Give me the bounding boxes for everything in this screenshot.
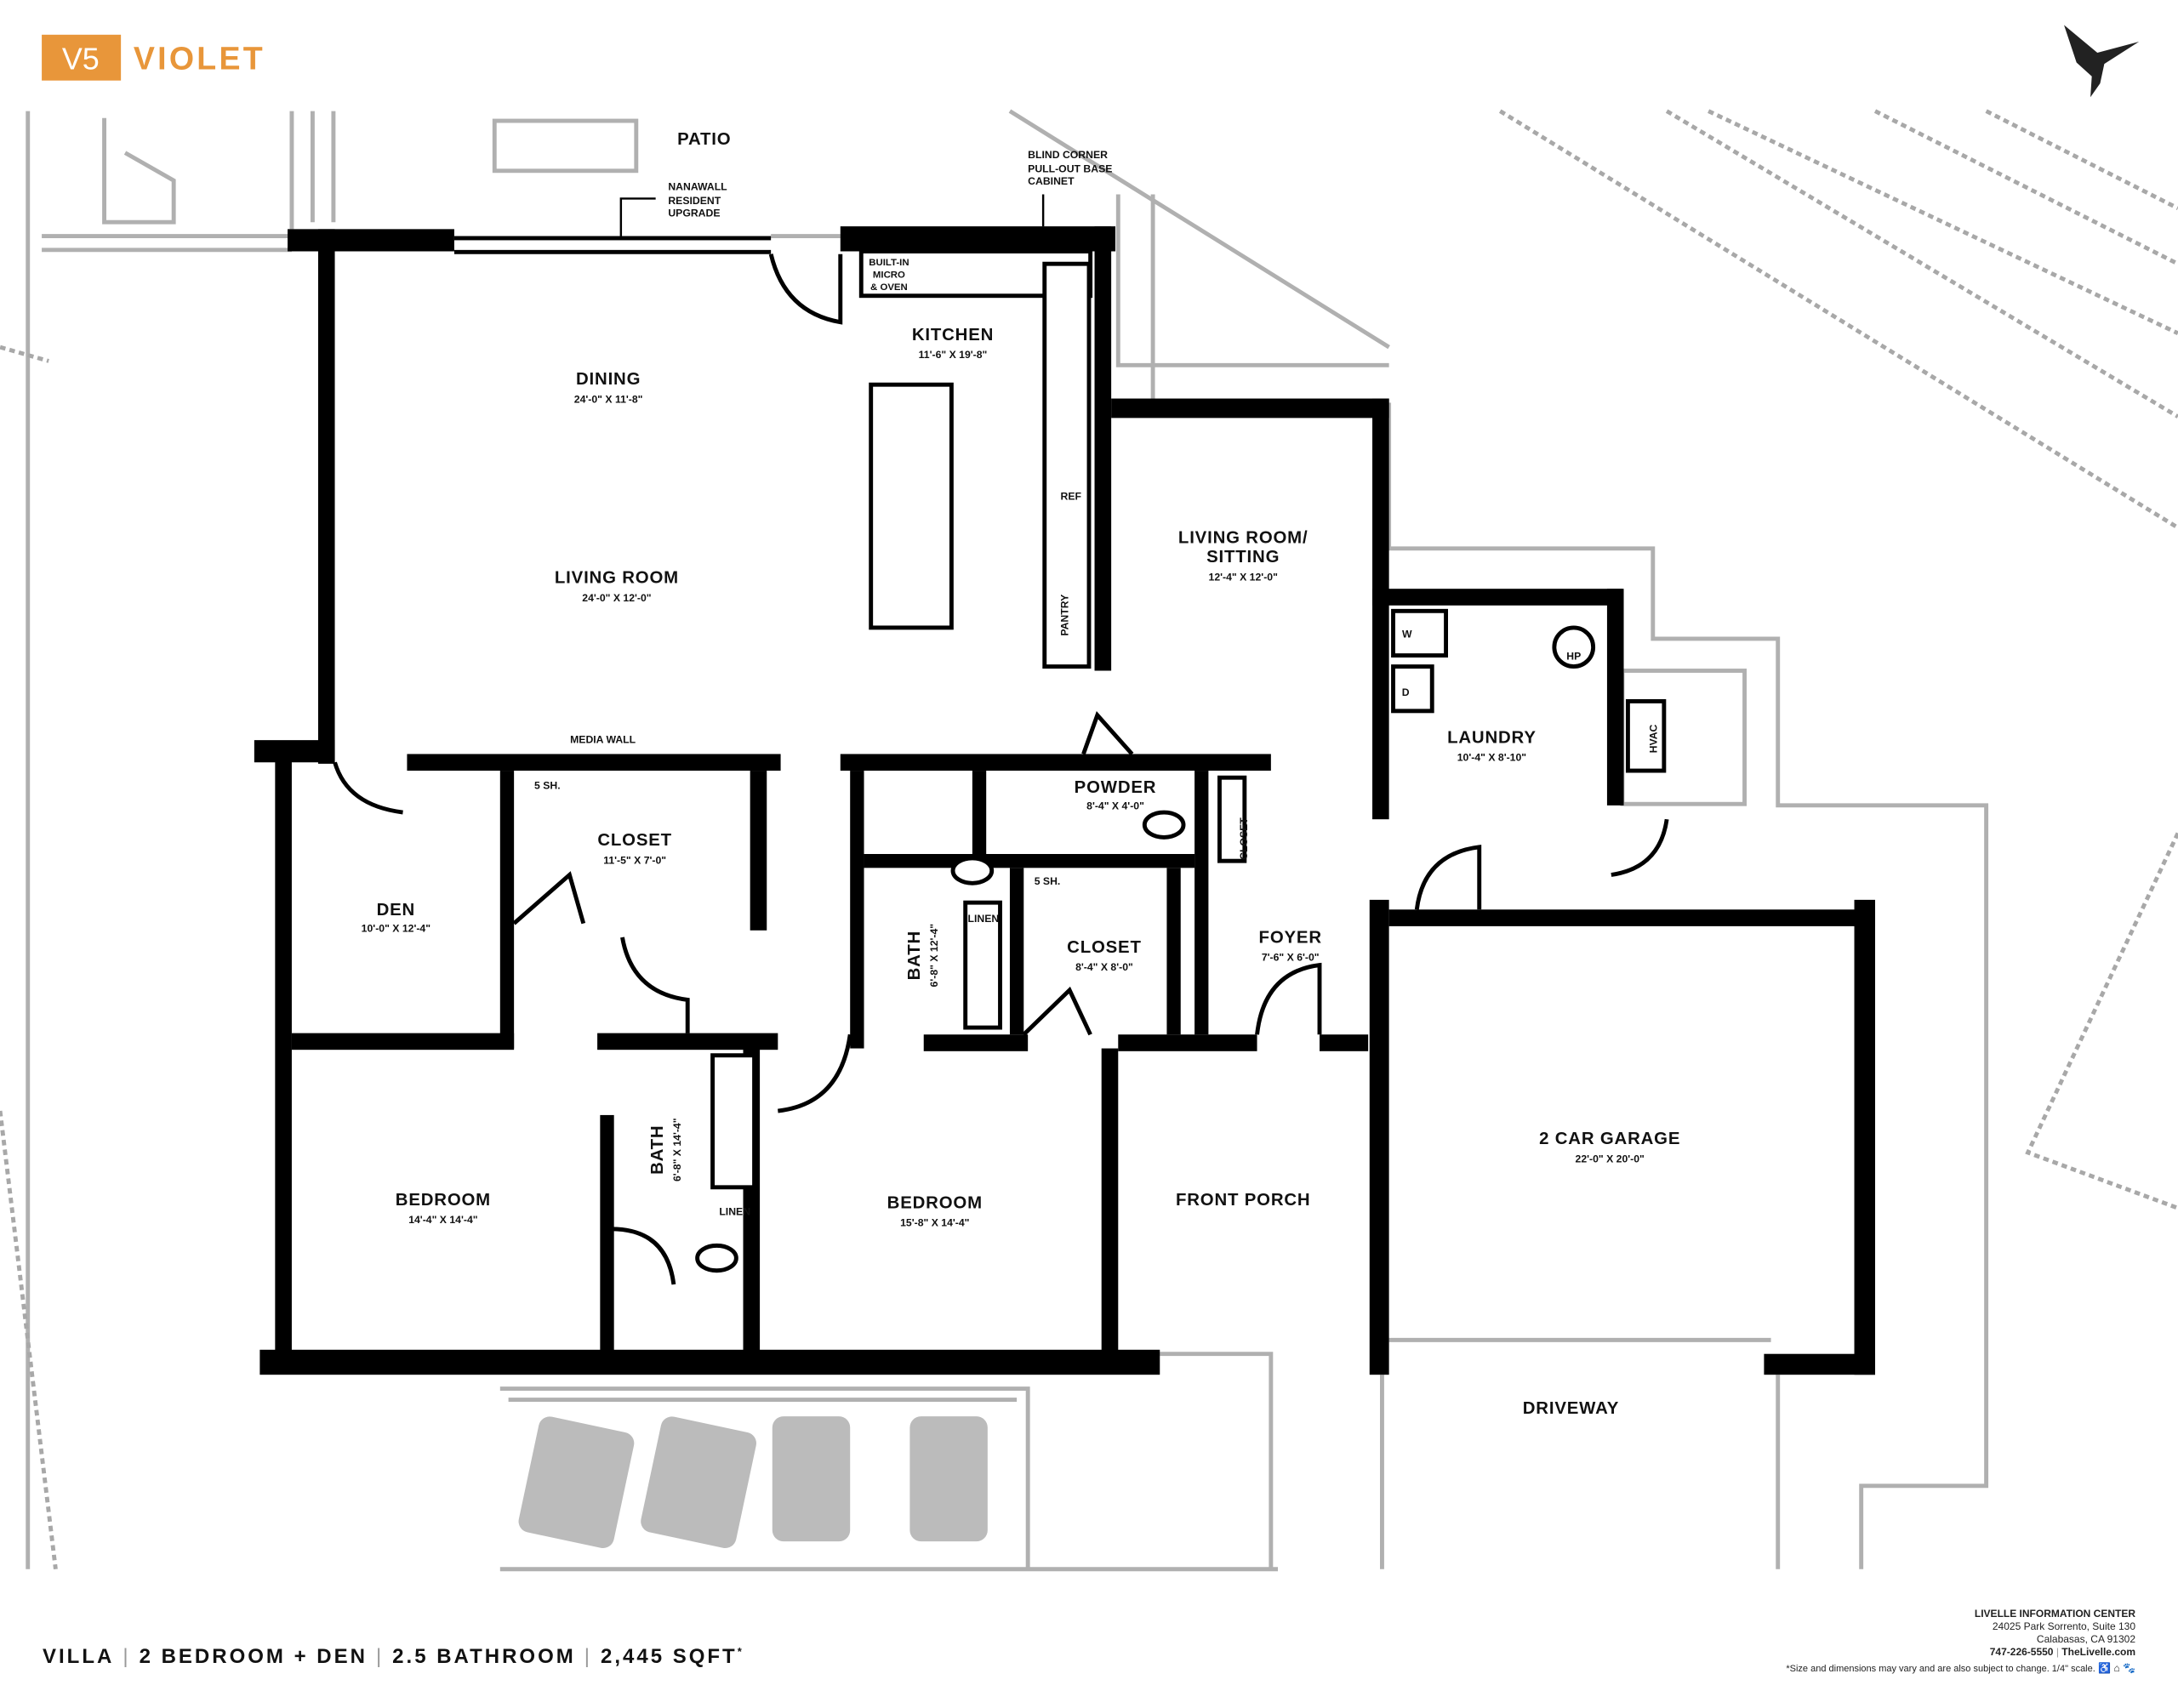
plan-summary: VILLA|2 BEDROOM + DEN|2.5 BATHROOM|2,445… [43, 1645, 744, 1668]
bath2-name: BATH [648, 1125, 667, 1175]
builtin-label: & OVEN [870, 282, 908, 293]
ref-label: REF [1061, 491, 1082, 503]
bedroom1-dim: 14'-4" X 14'-4" [408, 1214, 477, 1226]
asterisk: * [737, 1645, 744, 1658]
pet-friendly-icon: 🐾 [2123, 1662, 2135, 1674]
equal-housing-icon: ⌂ [2113, 1662, 2120, 1674]
bathrooms: 2.5 BATHROOM [392, 1645, 576, 1668]
bath2-dim: 6'-8" X 14'-4" [671, 1118, 683, 1181]
kitchen-dim: 11'-6" X 19'-8" [919, 349, 988, 361]
phone: 747-226-5550 [1989, 1646, 2054, 1658]
linen-label: LINEN [968, 913, 1000, 925]
bath1-dim: 6'-8" X 12'-4" [928, 924, 940, 988]
parked-cars [518, 1416, 988, 1549]
closet1-dim: 11'-5" X 7'-0" [603, 854, 666, 866]
hvac-label: HVAC [1648, 724, 1660, 753]
sitting-dim: 12'-4" X 12'-0" [1209, 571, 1278, 583]
blind-corner-label: CABINET [1028, 175, 1075, 187]
disclaimer: *Size and dimensions may vary and are al… [1786, 1664, 2095, 1674]
sitting-name: SITTING [1206, 548, 1280, 566]
dining-dim: 24'-0" X 11'-8" [574, 393, 643, 405]
bedroom2-dim: 15'-8" X 14'-4" [900, 1217, 969, 1229]
laundry-dim: 10'-4" X 8'-10" [1457, 752, 1526, 764]
hp-unit [1552, 625, 1596, 669]
closet-label: CLOSET [1238, 817, 1250, 860]
den-dim: 10'-0" X 12'-4" [362, 922, 430, 934]
site-lines [0, 109, 2178, 1572]
bedroom1-name: BEDROOM [396, 1191, 491, 1210]
closet2-dim: 8'-4" X 8'-0" [1075, 961, 1133, 973]
driveway-name: DRIVEWAY [1523, 1399, 1619, 1418]
kitchen-island [869, 382, 954, 630]
plan-code-badge [42, 34, 122, 81]
washer-label: W [1402, 628, 1412, 640]
powder-name: POWDER [1075, 778, 1157, 797]
plan-name: VIOLET [134, 41, 265, 77]
nanawall-label: UPGRADE [668, 208, 720, 219]
foyer-dim: 7'-6" X 6'-0" [1262, 952, 1320, 964]
home-type: VILLA [43, 1645, 115, 1668]
blind-corner-label: PULL-OUT BASE [1028, 162, 1112, 174]
nanawall-label: RESIDENT [668, 195, 721, 207]
annotation-arrows [619, 194, 1045, 236]
hummingbird-logo-icon [2064, 25, 2140, 98]
website-link[interactable]: TheLivelle.com [2061, 1646, 2135, 1658]
porch-name: FRONT PORCH [1176, 1191, 1311, 1210]
address-line-2: Calabasas, CA 91302 [2036, 1633, 2135, 1645]
square-footage: 2,445 SQFT [600, 1645, 738, 1668]
shelves-label: 5 SH. [1035, 875, 1061, 887]
laundry-name: LAUNDRY [1447, 728, 1537, 747]
plan-code: V5 [62, 42, 100, 77]
doors [333, 253, 1669, 1285]
garage-dim: 22'-0" X 20'-0" [1576, 1153, 1645, 1164]
media-wall-label: MEDIA WALL [570, 733, 636, 745]
hvac-unit [1625, 698, 1667, 773]
powder-dim: 8'-4" X 4'-0" [1086, 800, 1144, 812]
contact-info: LIVELLE INFORMATION CENTER 24025 Park So… [1786, 1608, 2135, 1674]
builtin-label: BUILT-IN [869, 258, 909, 268]
living-dim: 24'-0" X 12'-0" [582, 592, 651, 604]
bath1-name: BATH [905, 931, 924, 980]
living-name: LIVING ROOM [555, 569, 679, 588]
blind-corner-label: BLIND CORNER [1028, 149, 1108, 161]
kitchen-name: KITCHEN [912, 326, 994, 344]
shelves-label: 5 SH. [534, 779, 561, 791]
garage-name: 2 CAR GARAGE [1539, 1130, 1680, 1148]
hp-label: HP [1566, 650, 1581, 662]
bedrooms: 2 BEDROOM + DEN [139, 1645, 368, 1668]
sitting-name: LIVING ROOM/ [1178, 528, 1309, 547]
dining-name: DINING [576, 370, 641, 389]
bedroom2-name: BEDROOM [887, 1193, 983, 1212]
dryer-label: D [1402, 686, 1410, 698]
fixtures [695, 249, 1667, 1273]
address-line-1: 24025 Park Sorrento, Suite 130 [1992, 1620, 2135, 1632]
linen-label: LINEN [719, 1205, 750, 1217]
center-name: LIVELLE INFORMATION CENTER [1974, 1608, 2135, 1620]
room-labels: PATIO NANAWALL RESIDENT UPGRADE BLIND CO… [362, 130, 1680, 1418]
accessibility-icon: ♿ [2098, 1662, 2112, 1674]
closet1-name: CLOSET [597, 831, 672, 850]
pantry-label: PANTRY [1059, 595, 1071, 636]
den-name: DEN [377, 901, 416, 919]
foyer-name: FOYER [1259, 928, 1322, 947]
patio-label: PATIO [677, 130, 731, 149]
builtin-label: MICRO [873, 270, 905, 281]
closet2-name: CLOSET [1067, 938, 1142, 957]
nanawall-label: NANAWALL [668, 181, 727, 193]
